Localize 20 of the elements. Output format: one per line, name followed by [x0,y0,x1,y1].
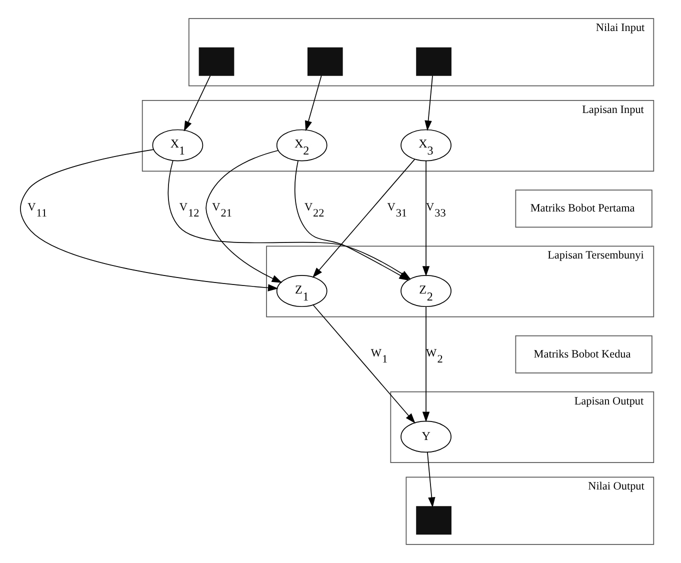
node-box [416,47,452,76]
arrow [304,75,322,132]
node-box [198,47,234,76]
arrow [184,75,211,132]
node-box [307,47,343,76]
arrow [206,150,282,283]
arrow [422,306,430,422]
node-box [416,506,452,535]
cluster: Nilai Output [406,476,654,545]
arrow [294,160,410,281]
node-ellipse: Y [400,420,452,453]
arrow [426,452,436,508]
node-box: Matriks Bobot Kedua [515,335,652,374]
arrow [422,160,430,276]
arrow [312,158,416,278]
arrow [312,304,416,424]
arrow [424,75,433,131]
cluster: Nilai Input [188,18,654,86]
arrow [20,149,278,292]
node-box: Matriks Bobot Pertama [515,190,652,228]
